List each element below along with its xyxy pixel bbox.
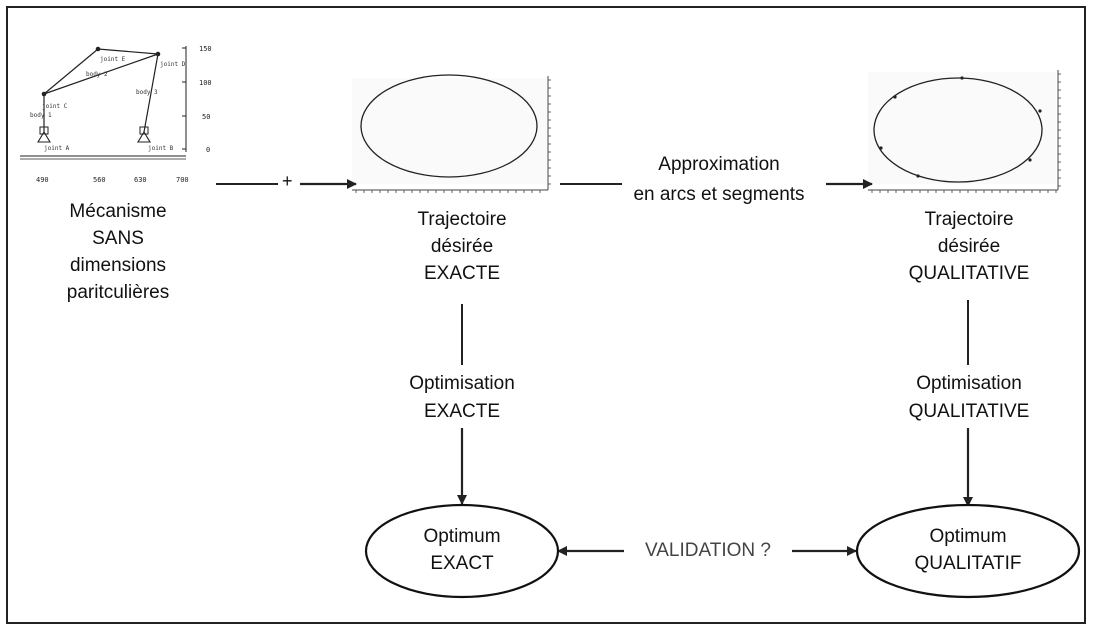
qualitative-optimisation-line-2: QUALITATIVE bbox=[908, 401, 1030, 422]
exact-optimisation-line-1: Optimisation bbox=[409, 373, 515, 394]
qualitative-trajectory-label: Trajectoire désirée QUALITATIVE bbox=[884, 206, 1054, 287]
optimum-exact-line-1: Optimum bbox=[423, 526, 501, 547]
joint-e-dot bbox=[95, 46, 101, 52]
y-tick-0: 0 bbox=[206, 146, 210, 154]
optimum-qualitatif-node bbox=[855, 503, 1081, 599]
mechanism-caption-line-4: paritculières bbox=[66, 282, 170, 303]
body3-link bbox=[143, 53, 159, 133]
body2-link-b bbox=[97, 48, 159, 55]
label-body3: body 3 bbox=[136, 89, 158, 96]
joint-c-dot bbox=[41, 91, 47, 97]
label-joint-a: joint A bbox=[44, 145, 70, 152]
mechanism-drawing: joint C body 1 joint E body 2 joint D bo… bbox=[20, 45, 212, 184]
qualitative-trajectory-line-3: QUALITATIVE bbox=[908, 263, 1030, 284]
mechanism-caption: Mécanisme SANS dimensions paritculières bbox=[44, 198, 192, 306]
x-tick-630: 630 bbox=[134, 176, 147, 184]
exact-trajectory-curve bbox=[360, 74, 538, 178]
qualitative-trajectory-plot bbox=[868, 70, 1061, 193]
joint-d-dot bbox=[155, 51, 161, 57]
qualitative-optimisation-label: Optimisation QUALITATIVE bbox=[884, 370, 1054, 426]
optimum-qualitatif-line-2: QUALITATIF bbox=[914, 553, 1022, 574]
y-tick-150: 150 bbox=[199, 45, 212, 53]
validation-label: VALIDATION ? bbox=[645, 540, 771, 561]
mechanism-caption-line-3: dimensions bbox=[69, 255, 167, 276]
exact-optimisation-line-2: EXACTE bbox=[423, 401, 501, 422]
optimum-exact-node bbox=[364, 503, 560, 599]
x-tick-490: 490 bbox=[36, 176, 49, 184]
exact-trajectory-line-3: EXACTE bbox=[423, 263, 501, 284]
body2-link-a bbox=[43, 48, 99, 95]
x-tick-560: 560 bbox=[93, 176, 106, 184]
optimum-exact-label: Optimum EXACT bbox=[392, 523, 532, 577]
approximation-line-1: Approximation bbox=[658, 154, 780, 175]
support-a-icon bbox=[37, 130, 51, 143]
label-joint-e: joint E bbox=[100, 56, 126, 63]
qualitative-optimisation-line-1: Optimisation bbox=[916, 373, 1022, 394]
optimum-qualitatif-line-1: Optimum bbox=[929, 526, 1007, 547]
y-tick-50: 50 bbox=[202, 113, 210, 121]
exact-trajectory-line-1: Trajectoire bbox=[417, 209, 507, 230]
slider-a-icon bbox=[39, 126, 49, 135]
exact-trajectory-plot bbox=[352, 74, 551, 193]
approximation-label: Approximation en arcs et segments bbox=[606, 150, 832, 210]
qualitative-trajectory-line-2: désirée bbox=[937, 236, 1001, 257]
figure-frame bbox=[6, 6, 1086, 624]
slider-b-icon bbox=[139, 126, 149, 135]
arc-segment-breakpoints bbox=[879, 76, 1042, 178]
label-joint-b: joint B bbox=[148, 145, 174, 152]
x-tick-700: 700 bbox=[176, 176, 189, 184]
exact-optimisation-label: Optimisation EXACTE bbox=[382, 370, 542, 426]
body2-link-c bbox=[43, 53, 159, 95]
mechanism-caption-line-2: SANS bbox=[92, 228, 144, 249]
label-joint-d: joint D bbox=[160, 61, 186, 68]
label-body1: body 1 bbox=[30, 112, 52, 119]
exact-trajectory-label: Trajectoire désirée EXACTE bbox=[382, 206, 542, 287]
label-joint-c: joint C bbox=[42, 103, 68, 110]
optimum-qualitatif-label: Optimum QUALITATIF bbox=[893, 523, 1043, 577]
qualitative-trajectory-line-1: Trajectoire bbox=[924, 209, 1014, 230]
y-tick-100: 100 bbox=[199, 79, 212, 87]
plus-sign: + bbox=[282, 171, 293, 191]
label-body2: body 2 bbox=[86, 71, 108, 78]
optimum-exact-line-2: EXACT bbox=[430, 553, 494, 574]
exact-trajectory-line-2: désirée bbox=[430, 236, 494, 257]
approximation-line-2: en arcs et segments bbox=[633, 184, 805, 205]
mechanism-caption-line-1: Mécanisme bbox=[69, 201, 167, 222]
qualitative-trajectory-curve bbox=[873, 77, 1043, 183]
support-b-icon bbox=[137, 130, 151, 143]
